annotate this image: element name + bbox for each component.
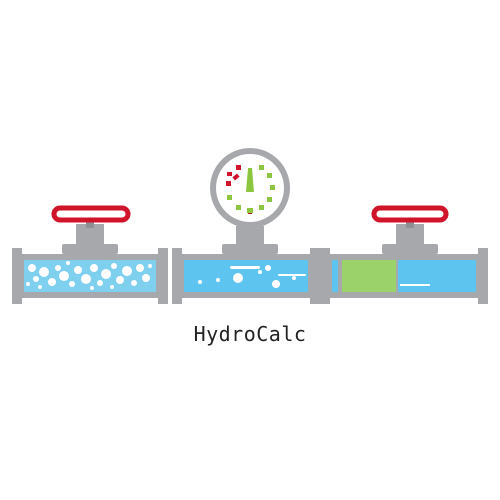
bubbles	[26, 261, 152, 290]
valve-handle-icon	[371, 205, 449, 254]
hydrocalc-logo	[12, 148, 488, 304]
valve-handle-icon	[51, 205, 131, 254]
left-pipe-section	[12, 248, 168, 304]
pressure-gauge-icon	[210, 148, 290, 254]
right-pipe-section	[318, 248, 488, 304]
filter-cartridge-icon	[338, 256, 398, 296]
middle-pipe-section	[172, 248, 320, 304]
gauge-ticks	[226, 165, 275, 214]
app-title: HydroCalc	[193, 322, 307, 346]
